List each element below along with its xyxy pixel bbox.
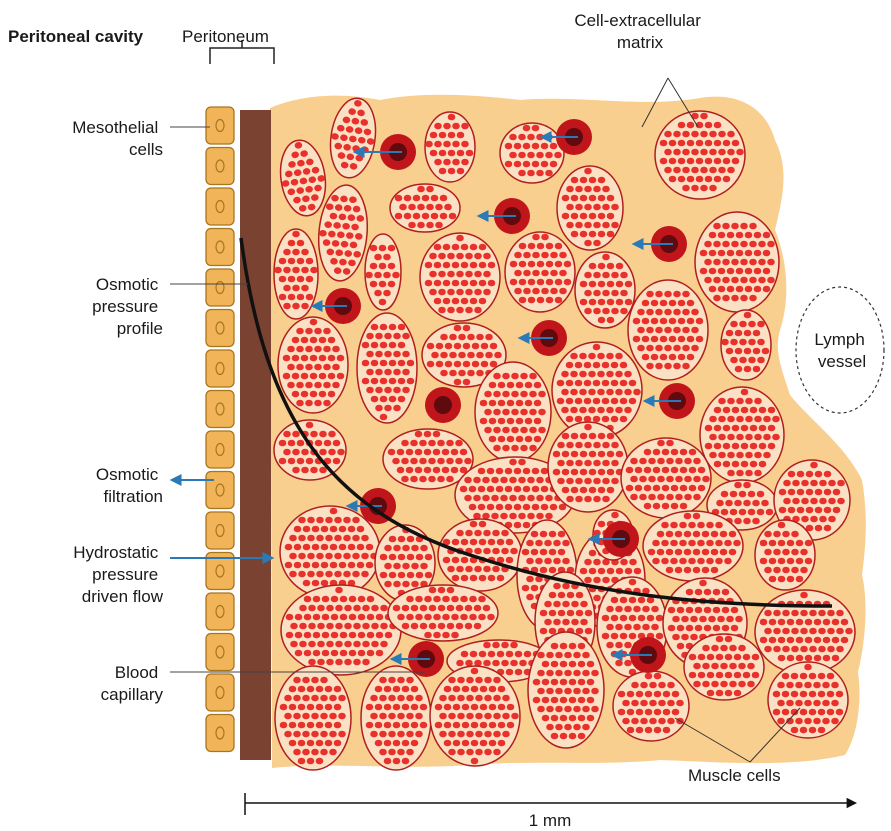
blood-capillary-label: Blood capillary [101,663,164,704]
osmotic-filtration-label: Osmotic filtration [96,465,163,506]
muscle-cell [613,671,689,741]
mesothelial-cell [206,472,234,509]
cell-matrix-label: Cell-extracellular matrix [574,11,705,52]
muscle-cell [361,666,431,770]
muscle-cell [281,585,401,675]
muscle-cell [768,662,848,738]
mesothelial-cells-layer [206,107,234,752]
muscle-cell [278,317,348,413]
muscle-cell [528,632,604,748]
mesothelial-cell [206,634,234,671]
muscle-cell [500,123,564,183]
muscle-cell [357,313,417,423]
muscle-cell [575,252,635,328]
muscle-cell [275,666,351,770]
muscle-cell [628,280,708,380]
peritoneum-label: Peritoneum [182,27,269,46]
muscle-cell [655,111,745,199]
scale-bar-label: 1 mm [529,811,572,830]
muscle-cell [755,520,815,590]
muscle-cell [621,438,711,518]
mesothelial-cell [206,269,234,306]
mesothelial-cell [206,107,234,144]
muscle-cell [643,511,743,581]
mesothelial-cell [206,431,234,468]
lymph-vessel [796,287,884,413]
muscle-cell [390,184,460,232]
muscle-cell [388,585,498,641]
muscle-cell [475,362,551,462]
blood-capillary [425,387,461,423]
muscle-cell [505,232,575,312]
muscle-cell [684,634,764,700]
osmotic-pressure-profile-label: Osmotic pressure profile [92,275,163,338]
muscle-cell [721,310,771,380]
mesothelial-cell [206,715,234,752]
mesothelial-cell [206,391,234,428]
mesothelial-cells-label: Mesothelial cells [72,118,163,159]
mesothelial-cell [206,188,234,225]
mesothelial-cell [206,310,234,347]
mesothelial-cell [206,593,234,630]
mesothelial-cell [206,674,234,711]
muscle-cell [557,166,623,250]
muscle-cell [695,212,779,312]
mesothelial-cell [206,350,234,387]
mesothelial-cell [206,229,234,266]
muscle-cell [365,234,401,310]
muscle-cell [280,506,380,598]
muscle-cell [425,112,475,182]
muscle-cell [430,666,520,766]
mesothelial-cell [206,512,234,549]
muscle-cell [548,422,628,512]
muscle-cell [274,420,346,480]
peritoneum-membrane [240,110,271,760]
muscle-cell [420,233,500,321]
hydrostatic-flow-label: Hydrostatic pressure driven flow [73,543,163,606]
muscle-cell [274,229,318,319]
muscle-cell [438,519,522,591]
mesothelial-cell [206,148,234,185]
peritoneal-cavity-label: Peritoneal cavity [8,27,144,46]
muscle-cells-label: Muscle cells [688,766,781,785]
muscle-cell [700,387,784,483]
